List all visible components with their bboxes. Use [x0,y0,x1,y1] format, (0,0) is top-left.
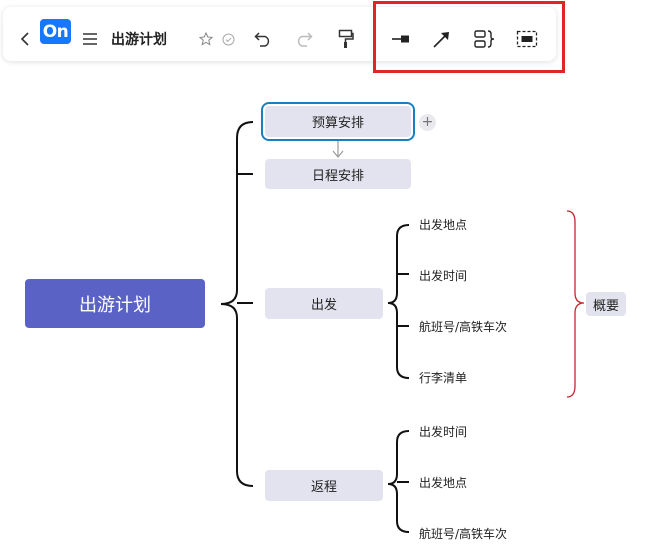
topic-return[interactable]: 返程 [265,470,383,501]
subtopic-return-time[interactable]: 出发时间 [419,425,468,439]
back-icon[interactable] [16,28,34,50]
saved-check-icon [220,31,236,47]
document-title[interactable]: 出游计划 [111,32,167,48]
redo-icon[interactable] [293,29,315,49]
app-logo[interactable]: On [40,19,71,44]
boundary-frame-icon[interactable] [515,29,539,49]
connector-line-icon[interactable] [390,30,412,48]
subtopic-departure-time[interactable]: 出发时间 [419,269,468,283]
subtopic-return-place[interactable]: 出发地点 [419,476,468,490]
topic-budget[interactable]: 预算安排 [265,106,411,137]
subtopic-flight-train[interactable]: 航班号/高铁车次 [419,320,508,334]
relationship-arrow-icon[interactable] [431,28,453,50]
format-painter-icon[interactable] [336,28,356,50]
star-icon[interactable] [198,31,214,47]
add-topic-button[interactable]: + [419,114,436,131]
subtopic-return-flight-train[interactable]: 航班号/高铁车次 [419,527,508,541]
toolbar-highlight-box [373,1,565,73]
topic-schedule[interactable]: 日程安排 [265,159,411,189]
summary-icon[interactable] [473,28,497,50]
summary-topic[interactable]: 概要 [586,292,626,316]
topic-departure[interactable]: 出发 [265,288,383,319]
subtopic-departure-place[interactable]: 出发地点 [419,218,468,232]
subtopic-luggage-list[interactable]: 行李清单 [419,371,468,385]
root-topic[interactable]: 出游计划 [25,279,205,328]
undo-icon[interactable] [252,29,274,49]
menu-icon[interactable] [80,30,100,48]
